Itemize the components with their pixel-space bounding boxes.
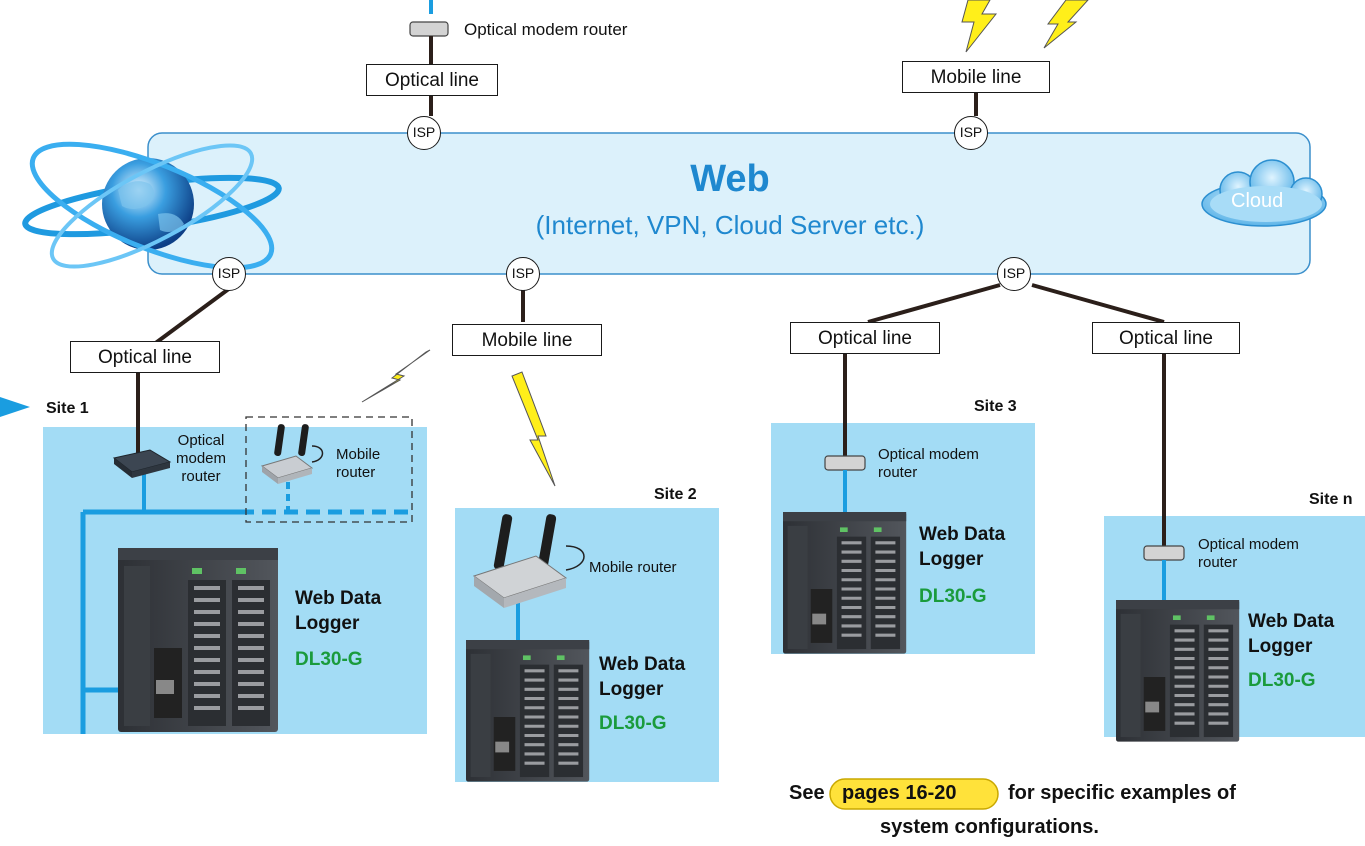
site1-pointer-icon [0, 397, 30, 417]
site2-mobile-router-label: Mobile router [589, 559, 677, 576]
cloud-icon [1201, 159, 1327, 227]
site1-label: Site 1 [46, 400, 89, 417]
mobile-line-site2: Mobile line [452, 324, 602, 356]
web-title: Web [690, 158, 770, 200]
top-modem-label: Optical modem router [464, 20, 628, 39]
siten-product-name: Web Data Logger [1248, 611, 1335, 657]
top-modem-icon [409, 21, 449, 37]
isp-node: ISP [407, 116, 441, 150]
site3-product-model: DL30-G [919, 586, 987, 607]
footer-suffix: for specific examples of [1008, 782, 1236, 804]
pages-link-highlight [829, 778, 999, 810]
lightning-icon [361, 349, 431, 403]
site3-modem-label: Optical modem router [878, 446, 979, 481]
optical-line-siten: Optical line [1092, 322, 1240, 354]
globe-icon [22, 141, 282, 271]
mobile-router-dashed-box [245, 416, 413, 523]
mobile-line-top: Mobile line [902, 61, 1050, 93]
optical-line-site1: Optical line [70, 341, 220, 373]
isp-node: ISP [954, 116, 988, 150]
siten-label: Site n [1309, 491, 1353, 508]
site1-mobile-router-label: Mobile router [336, 446, 381, 481]
site1-product-name: Web Data Logger [295, 588, 382, 634]
footer-prefix: See [789, 782, 825, 804]
isp-node: ISP [997, 257, 1031, 291]
lightning-icon [511, 371, 556, 487]
mobile-router-icon [260, 424, 324, 484]
siten-product-model: DL30-G [1248, 670, 1316, 691]
cloud-label: Cloud [1231, 190, 1284, 212]
web-subtitle: (Internet, VPN, Cloud Server etc.) [535, 210, 925, 240]
site3-label: Site 3 [974, 398, 1017, 415]
site2-product-model: DL30-G [599, 713, 667, 734]
optical-modem-icon [824, 455, 866, 471]
site1-product-model: DL30-G [295, 649, 363, 670]
web-band [147, 132, 1311, 275]
footer-line2: system configurations. [880, 816, 1099, 838]
lightning-icon [961, 0, 998, 53]
optical-modem-icon [1143, 545, 1185, 561]
site1-modem-label: Optical modem router [176, 432, 227, 485]
isp-node: ISP [212, 257, 246, 291]
web-data-logger-icon [118, 548, 278, 732]
pages-link[interactable]: pages 16-20 [842, 782, 957, 804]
isp-node: ISP [506, 257, 540, 291]
web-data-logger-icon [1116, 600, 1240, 742]
site3-product-name: Web Data Logger [919, 524, 1006, 570]
mobile-router-icon [472, 514, 585, 608]
web-data-logger-icon [783, 512, 907, 654]
web-data-logger-icon [466, 640, 590, 782]
site2-product-name: Web Data Logger [599, 654, 686, 700]
optical-line-site3: Optical line [790, 322, 940, 354]
lightning-icon [1043, 0, 1089, 49]
site2-label: Site 2 [654, 486, 697, 503]
optical-line-top: Optical line [366, 64, 498, 96]
siten-modem-label: Optical modem router [1198, 536, 1299, 571]
